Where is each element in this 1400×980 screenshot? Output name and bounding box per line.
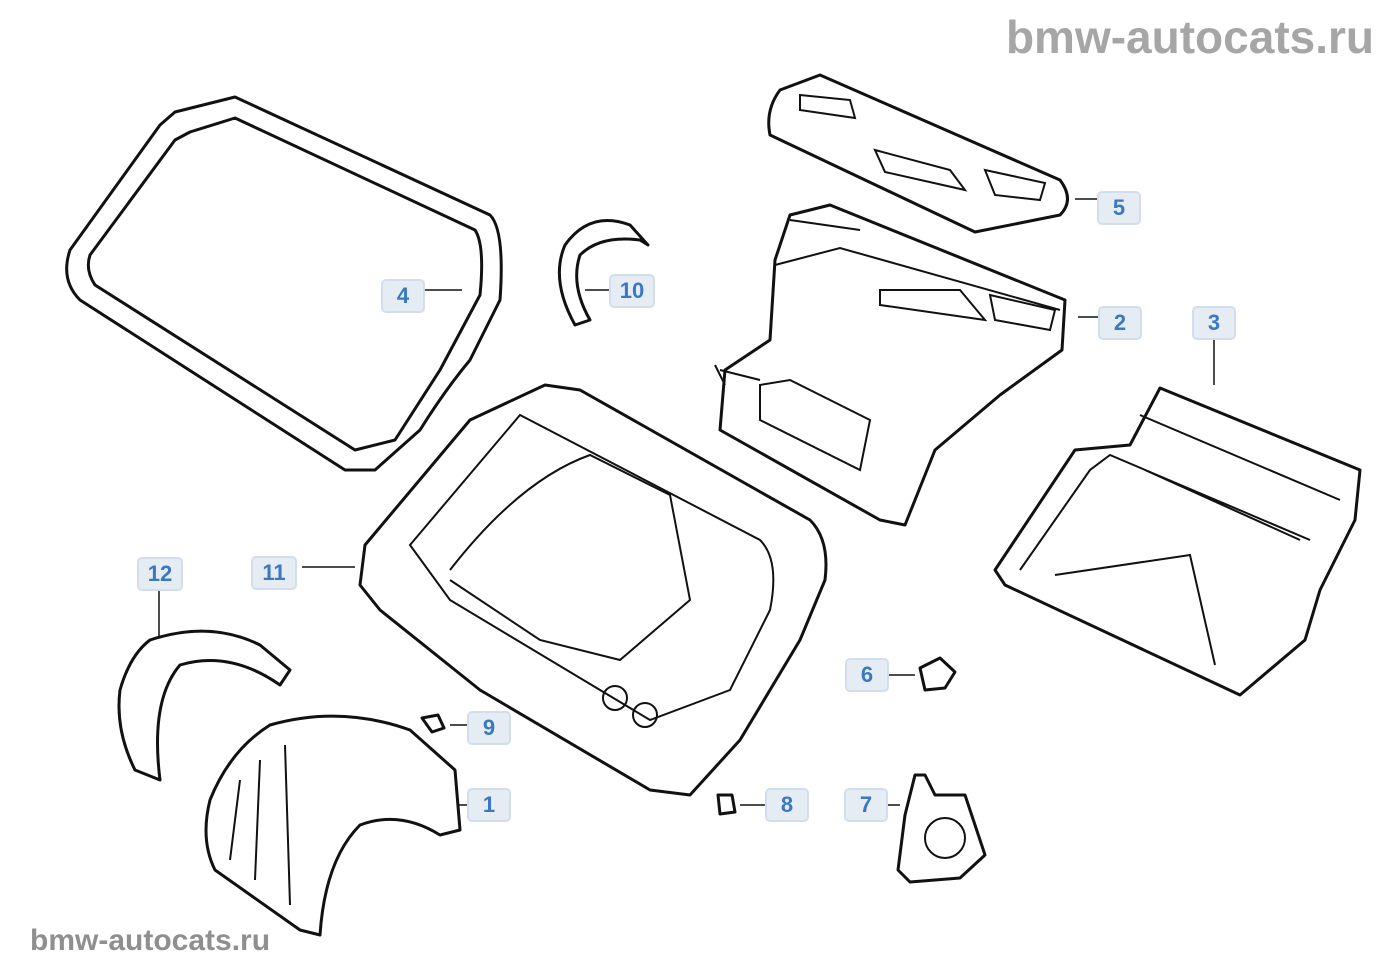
part-3-tray bbox=[993, 386, 1362, 697]
part-8-grommet bbox=[716, 793, 737, 816]
callout-1[interactable]: 1 bbox=[467, 788, 511, 822]
part-2-housing bbox=[714, 203, 1067, 527]
callout-5[interactable]: 5 bbox=[1097, 191, 1141, 225]
callout-8[interactable]: 8 bbox=[765, 788, 809, 822]
part-1-fan-cover bbox=[204, 714, 462, 937]
watermark-bottom: bmw-autocats.ru bbox=[30, 924, 271, 957]
callout-4[interactable]: 4 bbox=[381, 279, 425, 313]
part-7-motor bbox=[896, 773, 987, 884]
callout-7[interactable]: 7 bbox=[844, 788, 888, 822]
callout-9[interactable]: 9 bbox=[467, 711, 511, 745]
callout-3[interactable]: 3 bbox=[1192, 306, 1236, 340]
part-6-clip bbox=[918, 656, 957, 692]
watermark-top: bmw-autocats.ru bbox=[1005, 11, 1374, 63]
part-5-cover bbox=[767, 73, 1069, 234]
part-9-clip bbox=[420, 713, 446, 734]
part-11-housing bbox=[358, 383, 828, 797]
part-10-clip bbox=[557, 219, 650, 327]
callout-2[interactable]: 2 bbox=[1098, 306, 1142, 340]
part-12-shroud bbox=[117, 629, 292, 782]
callout-6[interactable]: 6 bbox=[845, 658, 889, 692]
callout-11[interactable]: 11 bbox=[251, 556, 297, 590]
callout-10[interactable]: 10 bbox=[609, 274, 655, 308]
callout-12[interactable]: 12 bbox=[137, 557, 183, 591]
part-4-gasket bbox=[65, 95, 503, 472]
